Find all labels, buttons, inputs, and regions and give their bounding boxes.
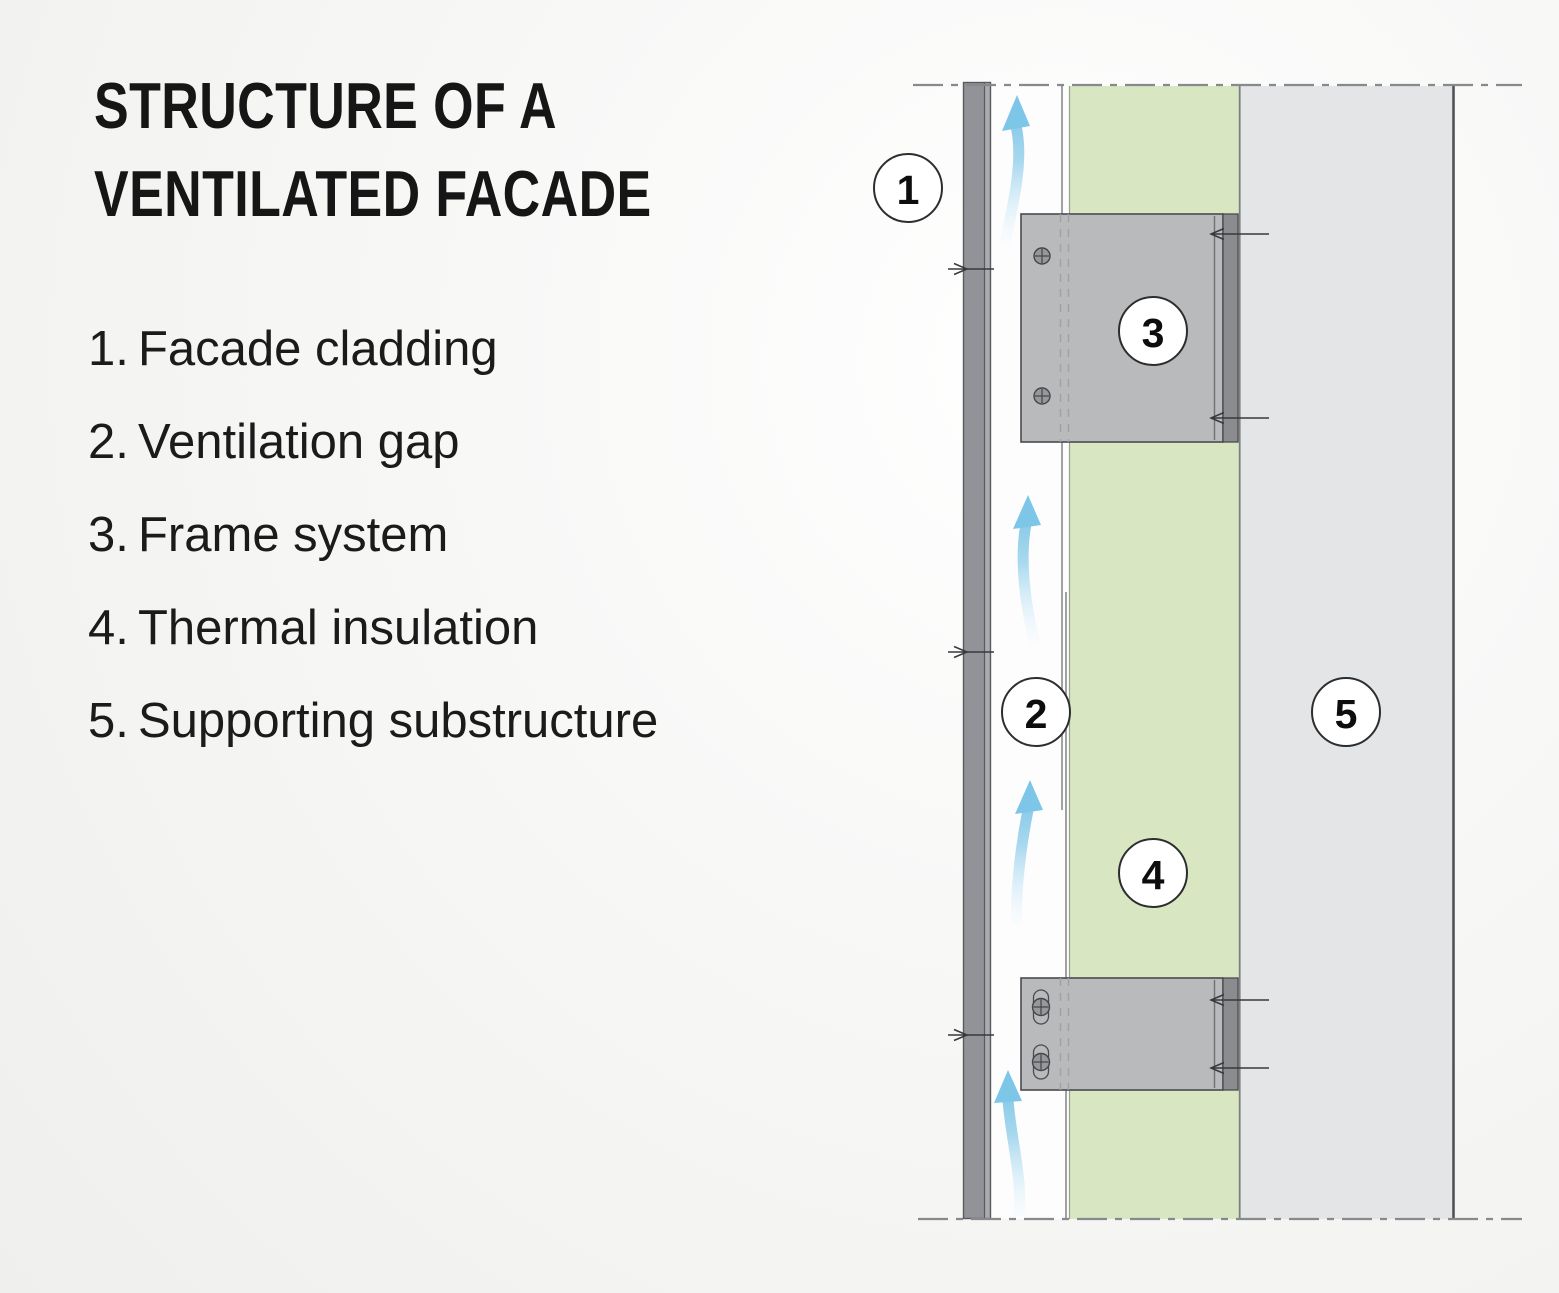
legend-list: 1. Facade cladding 2. Ventilation gap 3.… [88, 324, 658, 789]
page-title-line-1: STRUCTURE OF A [94, 69, 557, 142]
legend-item-label: Thermal insulation [138, 601, 539, 655]
bracket-rail [1222, 213, 1239, 443]
screw-icon [1031, 997, 1051, 1017]
screw-icon [1033, 247, 1051, 265]
page-title: STRUCTURE OF A VENTILATED FACADE [94, 62, 652, 238]
callout-3-frame-system: 3 [1118, 296, 1188, 366]
legend-item-thermal-insulation: 4. Thermal insulation [88, 603, 658, 653]
legend-item-label: Frame system [138, 508, 449, 562]
legend-item-number: 3. [88, 508, 129, 562]
legend-item-label: Ventilation gap [138, 415, 460, 469]
facade-cladding-layer [962, 81, 992, 1220]
panel-joint-marker-icon [948, 262, 994, 1042]
legend-item-label: Supporting substructure [138, 694, 659, 748]
legend-item-facade-cladding: 1. Facade cladding [88, 324, 658, 374]
callout-1-facade-cladding: 1 [873, 153, 943, 223]
legend-item-label: Facade cladding [138, 322, 498, 376]
legend-item-number: 2. [88, 415, 129, 469]
airflow-arrow-icon [994, 1070, 1026, 1218]
dimension-arrow-icon [1209, 227, 1269, 1075]
callout-2-ventilation-gap: 2 [1001, 677, 1071, 747]
airflow-arrow-icon [999, 95, 1030, 245]
callout-5-substructure: 5 [1311, 677, 1381, 747]
callout-4-thermal-insulation: 4 [1118, 838, 1188, 908]
substructure-layer [1239, 86, 1455, 1219]
frame-bracket-bottom [1020, 977, 1239, 1091]
airflow-arrow-icon [1013, 495, 1041, 645]
page-title-line-2: VENTILATED FACADE [94, 157, 652, 230]
legend-item-number: 1. [88, 322, 129, 376]
screw-icon [1033, 387, 1051, 405]
bracket-rail [1222, 977, 1239, 1091]
legend-item-number: 4. [88, 601, 129, 655]
legend-item-number: 5. [88, 694, 129, 748]
legend-item-ventilation-gap: 2. Ventilation gap [88, 417, 658, 467]
legend-item-supporting-substructure: 5. Supporting substructure [88, 696, 658, 746]
airflow-arrow-icon [1011, 780, 1043, 926]
legend-item-frame-system: 3. Frame system [88, 510, 658, 560]
screw-icon [1031, 1052, 1051, 1072]
